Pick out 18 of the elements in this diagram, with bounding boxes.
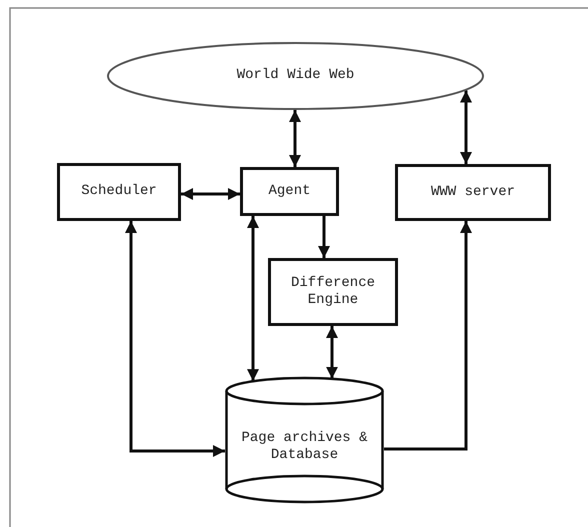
process-box bbox=[240, 167, 339, 216]
node-label: Difference Engine bbox=[290, 274, 376, 310]
node-label: WWW server bbox=[430, 184, 516, 202]
process-box bbox=[268, 258, 398, 326]
arrow bbox=[326, 326, 338, 379]
arrow bbox=[460, 90, 472, 164]
arrow bbox=[125, 221, 225, 457]
node-label: Agent bbox=[267, 182, 312, 200]
process-box bbox=[395, 164, 551, 221]
arrow bbox=[318, 216, 330, 258]
node-label: Page archives & Database bbox=[240, 428, 369, 464]
node-label: World Wide Web bbox=[236, 67, 356, 85]
node-label: Scheduler bbox=[80, 183, 158, 201]
arrow bbox=[289, 110, 301, 167]
arrow bbox=[384, 221, 472, 450]
arrow bbox=[247, 216, 259, 382]
arrow bbox=[181, 188, 240, 200]
process-box bbox=[57, 163, 181, 221]
